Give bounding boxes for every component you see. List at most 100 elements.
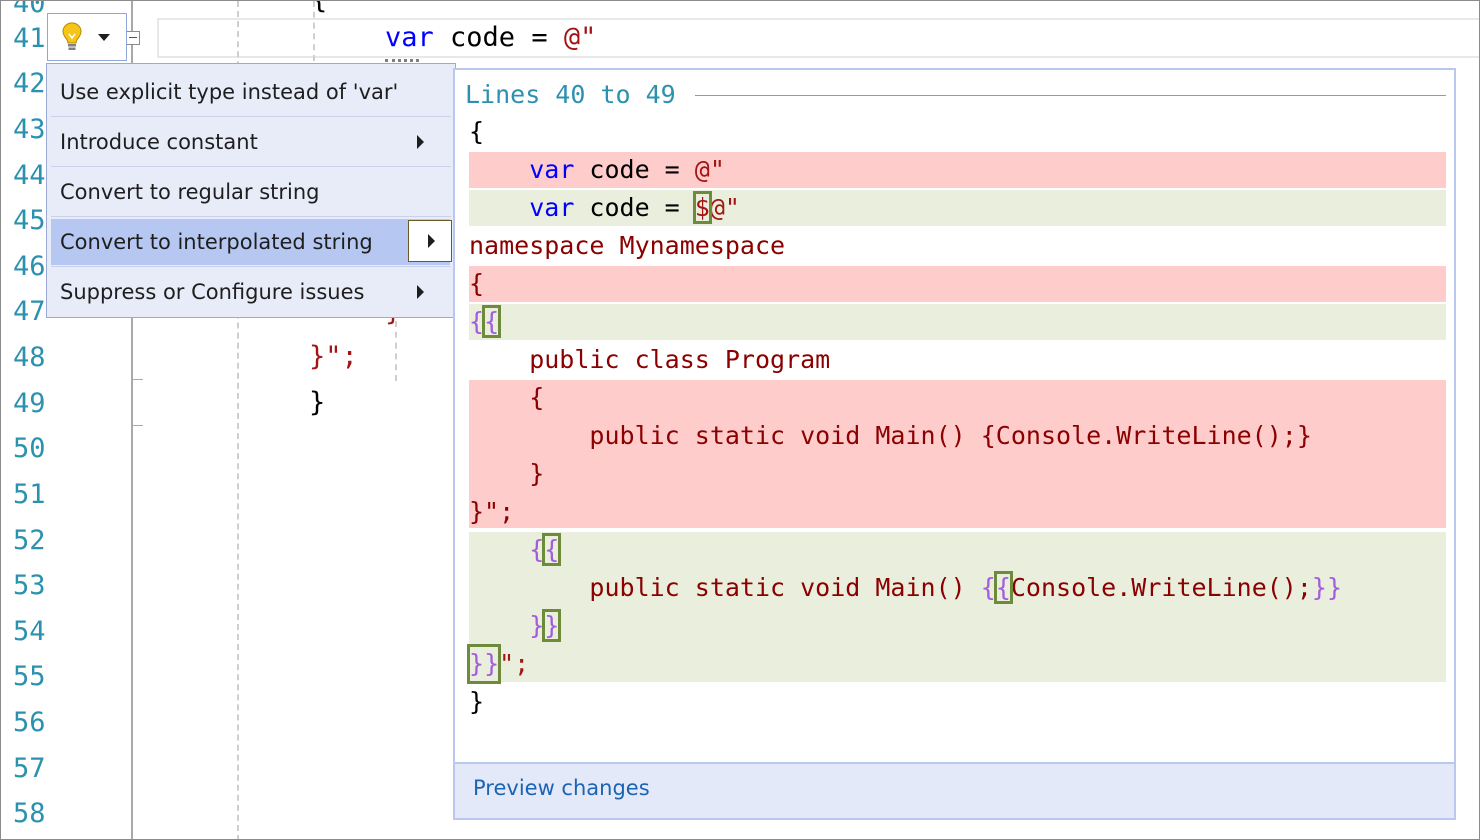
preview-line: {: [469, 269, 485, 298]
menu-item-label: Convert to interpolated string: [60, 230, 373, 254]
line-number: 52: [13, 525, 46, 556]
line-number: 51: [13, 479, 46, 510]
keyword-var: var: [529, 155, 575, 184]
keyword-var: var: [385, 22, 434, 53]
code-line-40: {: [311, 1, 327, 15]
menu-item-label: Use explicit type instead of 'var': [60, 80, 399, 104]
preview-header: Lines 40 to 49: [465, 80, 684, 109]
submenu-arrow-icon: [428, 234, 435, 248]
menu-separator: [51, 216, 451, 217]
preview-line: }";: [469, 497, 515, 526]
menu-item-convert-to-regular-string[interactable]: Convert to regular string: [51, 169, 450, 215]
preview-line: public class Program: [469, 345, 831, 374]
submenu-expand-button[interactable]: [408, 220, 452, 262]
current-line-highlight: [157, 18, 1479, 58]
code-line-41: var code = @": [385, 23, 596, 53]
menu-item-label: Introduce constant: [60, 130, 258, 154]
string-literal: ";: [499, 649, 530, 678]
diff-row-removed: [469, 152, 1446, 188]
region-end-marker: [133, 425, 143, 426]
quick-actions-button[interactable]: [47, 13, 127, 61]
inserted-dollar: $: [692, 191, 712, 224]
gutter-divider: [131, 1, 133, 839]
code-text: Console.WriteLine();: [1010, 573, 1312, 602]
change-preview-pane: Lines 40 to 49 { var code = @" var code …: [453, 68, 1456, 820]
submenu-arrow-icon: [417, 135, 424, 149]
line-number: 49: [13, 388, 46, 419]
preview-line: {: [469, 383, 545, 412]
preview-line: {{: [469, 304, 502, 340]
line-number: 53: [13, 570, 46, 601]
line-number: 43: [13, 114, 46, 145]
diff-row-removed: [469, 266, 1446, 302]
region-end-marker: [133, 379, 143, 380]
escape-brace: {: [980, 573, 996, 602]
menu-item-convert-to-interpolated-string[interactable]: Convert to interpolated string: [51, 219, 452, 265]
line-number: 42: [13, 68, 46, 99]
submenu-arrow-icon: [417, 285, 424, 299]
line-number: 45: [13, 205, 46, 236]
code-line-48: }";: [309, 342, 358, 372]
inserted-brace: {: [542, 533, 562, 566]
line-number: 55: [13, 661, 46, 692]
preview-line: public static void Main() {Console.Write…: [469, 421, 1312, 450]
quick-actions-menu: Use explicit type instead of 'var' Intro…: [46, 63, 456, 318]
menu-separator: [51, 266, 451, 267]
menu-separator: [51, 116, 451, 117]
code-editor[interactable]: { var code = @" } }"; }: [133, 1, 1479, 839]
code-text: code =: [574, 155, 695, 184]
preview-line: }}";: [466, 644, 530, 684]
preview-line: }: [469, 459, 545, 488]
string-literal: @": [563, 22, 597, 53]
preview-line: namespace Mynamespace: [469, 231, 786, 260]
line-number: 57: [13, 753, 46, 784]
inserted-brace: }: [484, 649, 500, 678]
preview-line: }}: [469, 608, 562, 644]
indent-guide: [237, 1, 239, 839]
code-text: code =: [574, 193, 695, 222]
preview-line: var code = $@": [469, 190, 740, 226]
escape-brace: }: [529, 611, 545, 640]
escape-brace: }: [469, 649, 485, 678]
line-number-gutter: 40 41 42 43 44 45 46 47 48 49 50 51 52 5…: [1, 0, 131, 839]
string-literal: @": [694, 155, 725, 184]
diff-block-removed: [469, 380, 1446, 528]
line-number: 48: [13, 342, 46, 373]
line-number: 40: [13, 0, 46, 19]
string-literal: }";: [309, 341, 358, 372]
inserted-brace: {: [993, 571, 1013, 604]
preview-line: {: [469, 117, 485, 146]
suggestion-dots[interactable]: [385, 53, 419, 62]
indent-guide: [395, 321, 397, 381]
preview-line: public static void Main() {{Console.Writ…: [469, 570, 1342, 606]
menu-separator: [51, 166, 451, 167]
line-number: 47: [13, 296, 46, 327]
lightbulb-icon: [62, 22, 82, 50]
escape-brace: {: [469, 307, 485, 336]
indent-guide: [313, 1, 315, 61]
line-number: 44: [13, 160, 46, 191]
line-number: 54: [13, 616, 46, 647]
menu-item-introduce-constant[interactable]: Introduce constant: [51, 119, 450, 165]
preview-footer: Preview changes: [455, 762, 1454, 818]
line-number: 58: [13, 798, 46, 829]
inserted-brace: }: [542, 609, 562, 642]
line-number: 50: [13, 433, 46, 464]
line-number: 56: [13, 707, 46, 738]
menu-item-label: Convert to regular string: [60, 180, 320, 204]
header-rule: [695, 95, 1446, 96]
string-literal: @": [709, 193, 740, 222]
line-number: 41: [13, 23, 46, 54]
line-number: 46: [13, 251, 46, 282]
keyword-var: var: [529, 193, 575, 222]
diff-row-added: [469, 190, 1446, 226]
menu-item-suppress-or-configure[interactable]: Suppress or Configure issues: [51, 269, 450, 315]
code-text: public static void Main(): [469, 573, 981, 602]
escape-brace: }}: [1311, 573, 1343, 602]
inserted-brace: {: [482, 305, 502, 338]
chevron-down-icon[interactable]: [98, 34, 110, 41]
preview-changes-link[interactable]: Preview changes: [473, 776, 650, 800]
code-text: code =: [433, 22, 564, 53]
menu-item-use-explicit-type[interactable]: Use explicit type instead of 'var': [51, 69, 450, 115]
